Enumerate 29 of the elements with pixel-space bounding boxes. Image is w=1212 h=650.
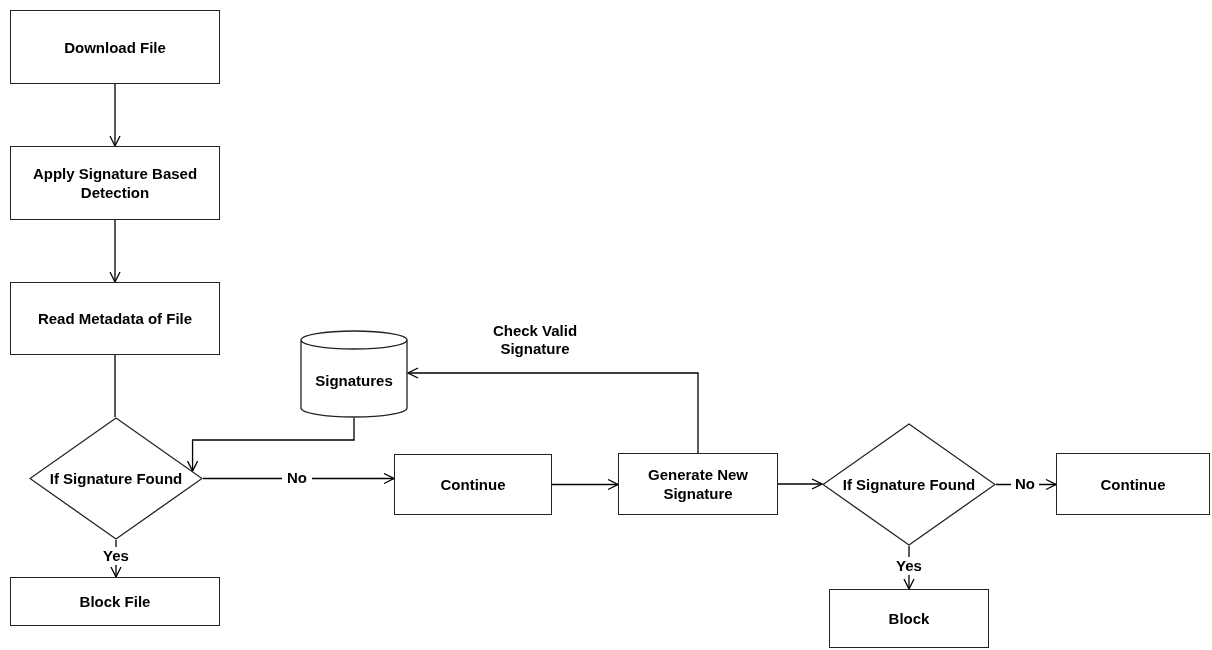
process-box (10, 282, 220, 355)
node-text: Block (888, 609, 930, 628)
edge-label: Check Valid Signature (491, 322, 579, 358)
node-text: Block File (79, 592, 151, 611)
arrow (551, 478, 619, 491)
node-text: Continue (1100, 474, 1166, 494)
process-box (10, 146, 220, 220)
process-box (10, 577, 220, 626)
arrow (186, 417, 355, 472)
node-text: Continue (440, 475, 506, 494)
process-box (394, 454, 552, 515)
arrow (109, 219, 121, 283)
arrow (777, 478, 823, 490)
process-box (618, 453, 778, 515)
arrow (407, 367, 699, 454)
node-text: Apply Signature Based Detection (31, 164, 199, 202)
database-cylinder (300, 330, 408, 418)
decision-diamond (29, 417, 203, 540)
arrow (109, 83, 121, 147)
node-text: Download File (64, 37, 166, 57)
node-text: Signatures (315, 370, 393, 390)
node-text: If Signature Found (49, 469, 183, 488)
node-text: If Signature Found (842, 475, 976, 494)
node-text: Generate New Signature (646, 465, 749, 503)
node-text: Read Metadata of File (37, 309, 193, 328)
process-box (10, 10, 220, 84)
process-box (829, 589, 989, 648)
process-box (1056, 453, 1210, 515)
decision-diamond (822, 423, 996, 546)
